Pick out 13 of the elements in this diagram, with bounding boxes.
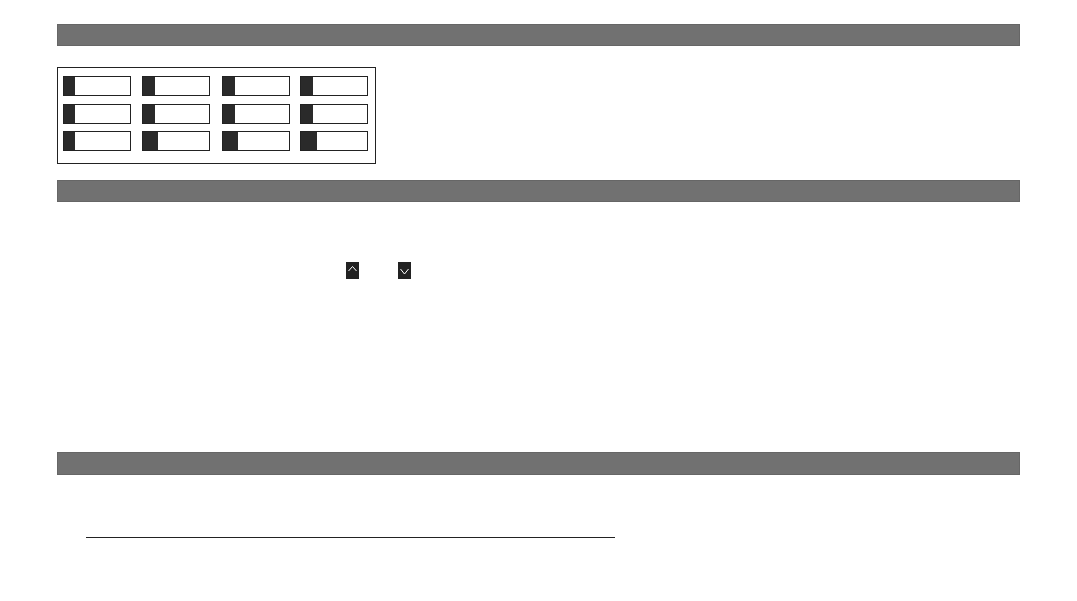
slot-bar bbox=[142, 104, 210, 124]
slot-bar bbox=[300, 104, 368, 124]
slot-bar bbox=[300, 76, 368, 96]
panel-frame bbox=[57, 67, 376, 164]
slot-bar bbox=[300, 131, 368, 151]
slot-bar bbox=[142, 76, 210, 96]
slot-bar bbox=[63, 131, 131, 151]
slot-bar bbox=[63, 76, 131, 96]
slot-bar bbox=[222, 76, 290, 96]
slot-bar bbox=[63, 104, 131, 124]
slot-bar bbox=[142, 131, 210, 151]
slot-bar bbox=[222, 131, 290, 151]
slot-bar bbox=[222, 104, 290, 124]
